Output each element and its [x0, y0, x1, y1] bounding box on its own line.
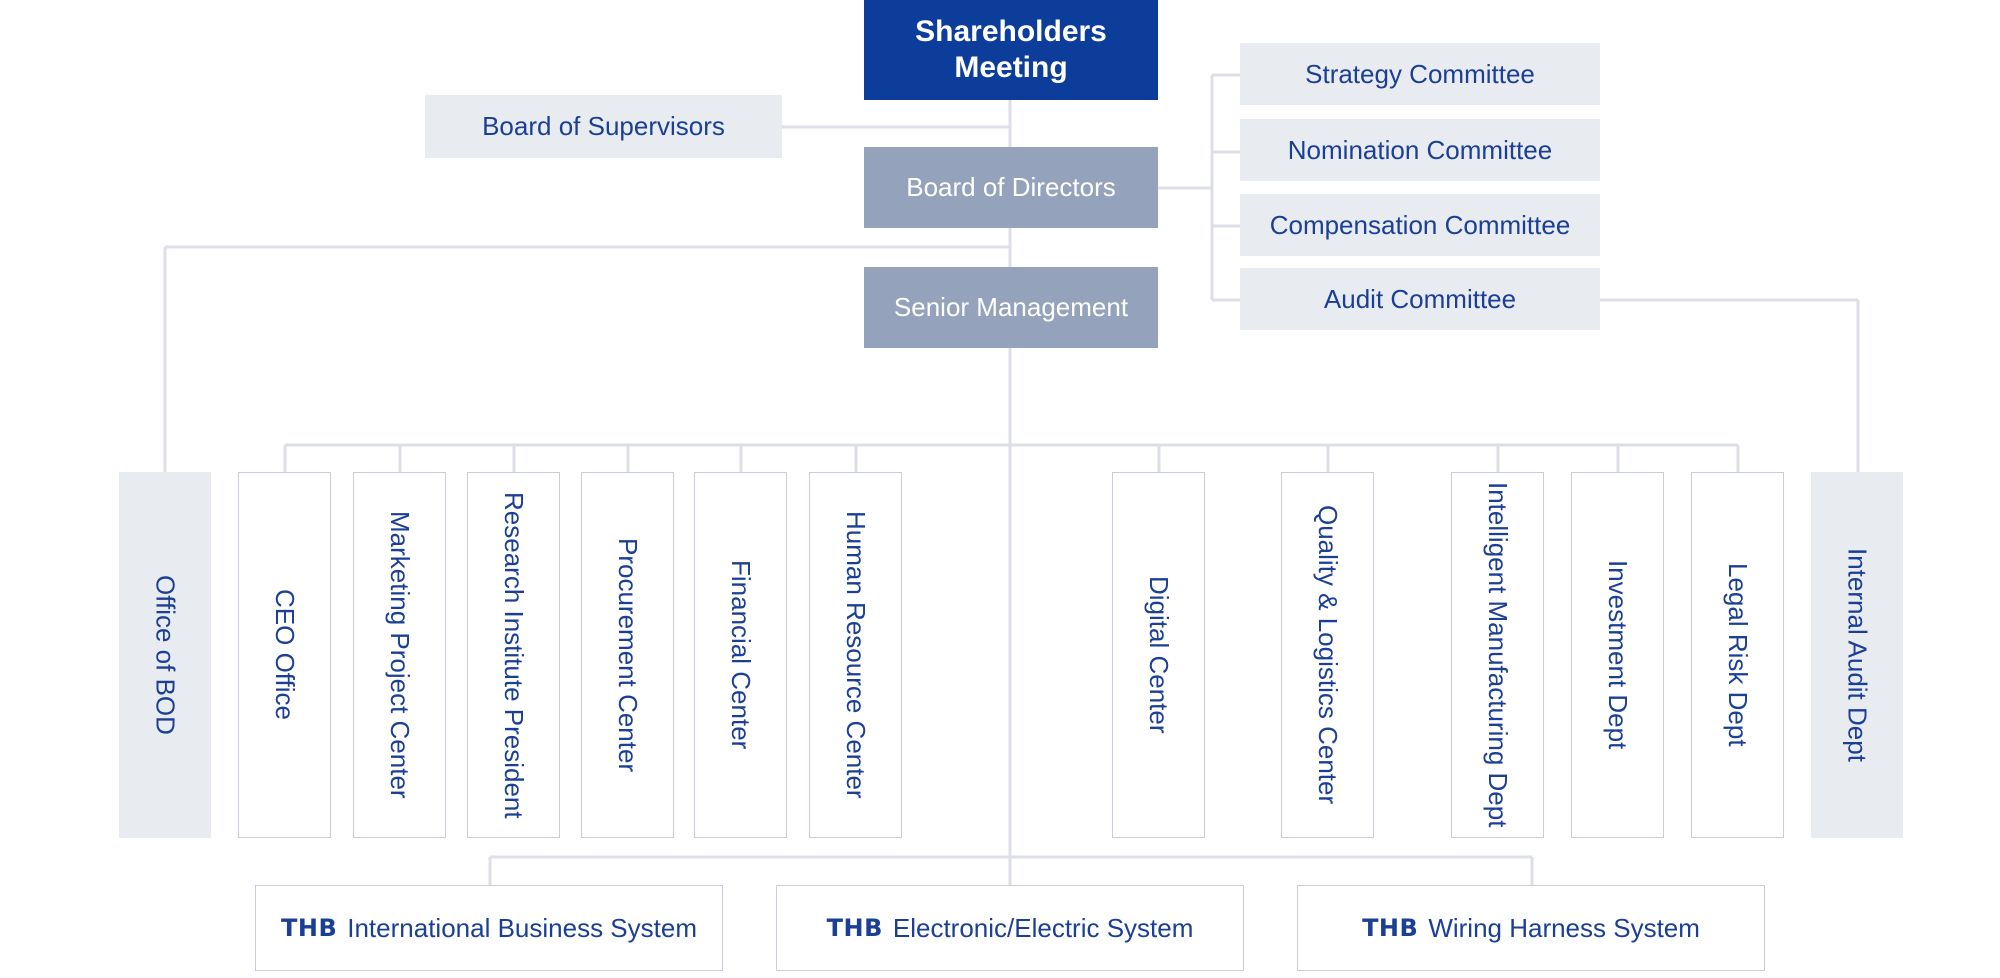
department-label: Research Institute President — [499, 491, 529, 819]
internal-audit-label: Internal Audit Dept — [1842, 548, 1873, 762]
department-box-ceo-office: CEO Office — [238, 472, 331, 838]
internal-audit-dept-box: Internal Audit Dept — [1811, 472, 1903, 838]
department-box-intelligent-manufacturing-dept: Intelligent Manufacturing Dept — [1451, 472, 1544, 838]
department-label: Financial Center — [726, 560, 756, 750]
department-label: Human Resource Center — [841, 511, 871, 799]
department-label: Intelligent Manufacturing Dept — [1483, 482, 1513, 828]
office-of-bod-box: Office of BOD — [119, 472, 211, 838]
strategy-committee-box: Strategy Committee — [1240, 43, 1600, 105]
department-box-marketing-project-center: Marketing Project Center — [353, 472, 446, 838]
board-of-directors-label: Board of Directors — [906, 172, 1116, 202]
committee-label: Nomination Committee — [1287, 134, 1553, 165]
board-of-directors-box: Board of Directors — [864, 147, 1158, 228]
department-box-procurement-center: Procurement Center — [581, 472, 674, 838]
system-box-international-business: THB International Business System — [255, 885, 723, 971]
board-of-supervisors-label: Board of Supervisors — [482, 111, 725, 141]
office-of-bod-label: Office of BOD — [150, 575, 181, 735]
department-box-legal-risk-dept: Legal Risk Dept — [1691, 472, 1784, 838]
shareholders-label-line1: Shareholders — [915, 15, 1107, 48]
department-label: Digital Center — [1144, 576, 1174, 734]
senior-management-label: Senior Management — [893, 292, 1129, 322]
compensation-committee-box: Compensation Committee — [1240, 194, 1600, 256]
committee-label: Compensation Committee — [1269, 209, 1571, 240]
senior-management-box: Senior Management — [864, 267, 1158, 348]
department-box-research-institute-president: Research Institute President — [467, 472, 560, 838]
department-box-investment-dept: Investment Dept — [1571, 472, 1664, 838]
department-label: Procurement Center — [613, 537, 643, 773]
system-box-electronic-electric: THB Electronic/Electric System — [776, 885, 1244, 971]
system-label: Electronic/Electric System — [892, 912, 1194, 943]
department-label: Investment Dept — [1603, 560, 1633, 750]
shareholders-label-line2: Meeting — [954, 51, 1068, 84]
audit-committee-box: Audit Committee — [1240, 268, 1600, 330]
committee-label: Strategy Committee — [1305, 58, 1535, 89]
department-box-human-resource-center: Human Resource Center — [809, 472, 902, 838]
thb-brand-mark: THB — [826, 914, 883, 942]
system-label: Wiring Harness System — [1428, 912, 1700, 943]
committee-label: Audit Committee — [1323, 283, 1517, 314]
department-label: CEO Office — [270, 589, 300, 721]
thb-brand-mark: THB — [281, 914, 338, 942]
nomination-committee-box: Nomination Committee — [1240, 119, 1600, 181]
department-label: Marketing Project Center — [385, 511, 415, 799]
department-box-financial-center: Financial Center — [694, 472, 787, 838]
system-label: International Business System — [347, 912, 697, 943]
system-box-wiring-harness: THB Wiring Harness System — [1297, 885, 1765, 971]
department-label: Legal Risk Dept — [1723, 563, 1753, 747]
department-label: Quality & Logistics Center — [1313, 505, 1343, 805]
thb-brand-mark: THB — [1362, 914, 1419, 942]
department-box-digital-center: Digital Center — [1112, 472, 1205, 838]
board-of-supervisors-box: Board of Supervisors — [425, 95, 782, 158]
shareholders-meeting-box: Shareholders Meeting — [864, 0, 1158, 100]
department-box-quality-logistics-center: Quality & Logistics Center — [1281, 472, 1374, 838]
